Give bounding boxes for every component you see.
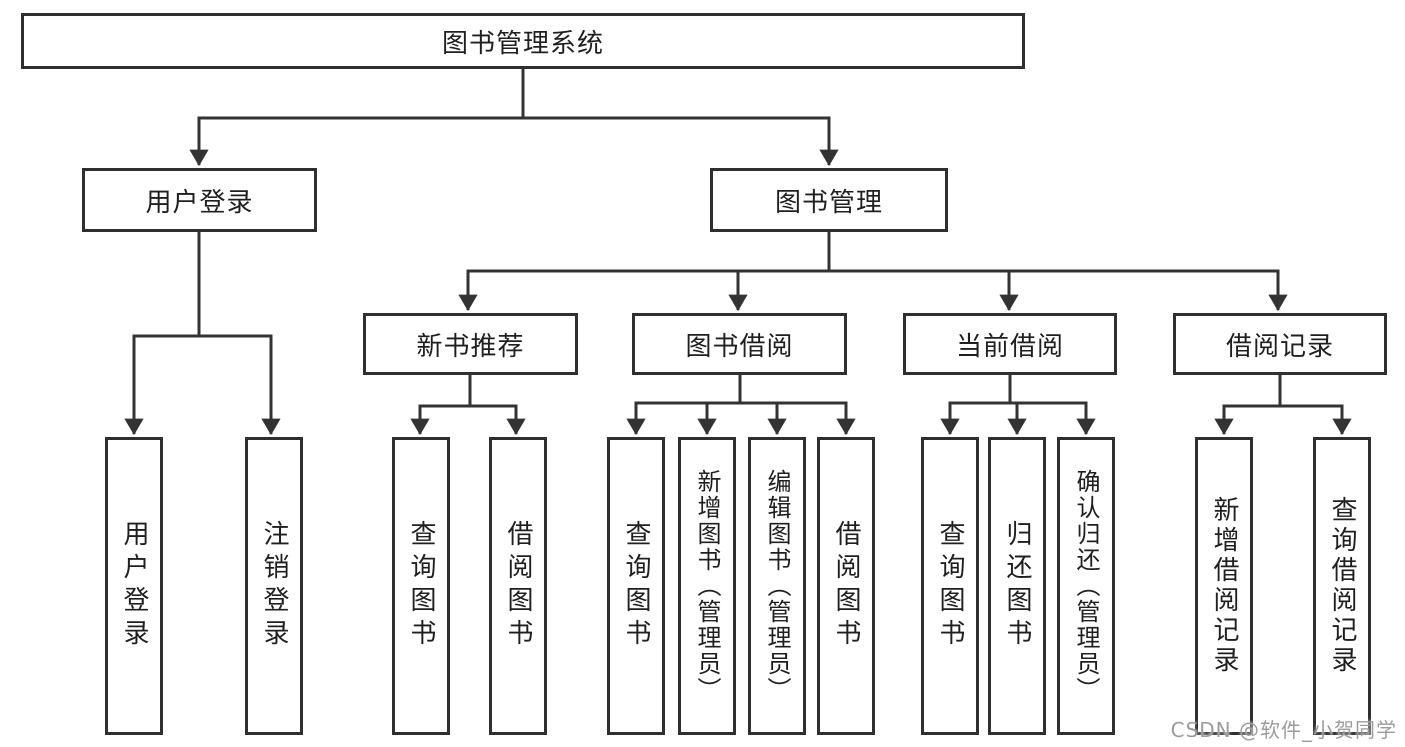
node-label: 当前借阅 <box>955 331 1064 362</box>
leaf-borrow-borrow-books: 借阅图书 <box>817 437 875 735</box>
leaf-label: 查询图书 <box>621 520 651 652</box>
leaf-label: 归还图书 <box>1002 520 1032 652</box>
node-borrow-records: 借阅记录 <box>1173 313 1387 375</box>
leaf-logout: 注销登录 <box>245 437 303 735</box>
leaf-label: 新增图书（管理员） <box>693 469 721 703</box>
node-label: 图书管理 <box>774 187 883 218</box>
node-label: 图书管理系统 <box>441 28 604 59</box>
leaf-label: 编辑图书（管理员） <box>763 469 791 703</box>
node-library-system: 图书管理系统 <box>21 13 1025 69</box>
leaf-borrow-add-books-admin: 新增图书（管理员） <box>678 437 736 735</box>
leaf-user-login: 用户登录 <box>105 437 163 735</box>
leaf-current-return-books: 归还图书 <box>988 437 1046 735</box>
leaf-label: 借阅图书 <box>503 520 533 652</box>
node-new-book-recommend: 新书推荐 <box>363 313 578 375</box>
node-label: 图书借阅 <box>685 331 794 362</box>
leaf-records-query-borrow-record: 查询借阅记录 <box>1313 437 1371 735</box>
leaf-current-confirm-return-admin: 确认归还（管理员） <box>1057 437 1115 735</box>
leaf-label: 查询图书 <box>935 520 965 652</box>
leaf-label: 用户登录 <box>119 520 149 652</box>
node-label: 借阅记录 <box>1225 331 1334 362</box>
leaf-label: 查询图书 <box>406 520 436 652</box>
node-label: 用户登录 <box>145 187 254 218</box>
leaf-borrow-query-books: 查询图书 <box>607 437 665 735</box>
leaf-records-add-borrow-record: 新增借阅记录 <box>1195 437 1253 735</box>
node-current-borrow: 当前借阅 <box>903 313 1117 375</box>
leaf-recommend-query-books: 查询图书 <box>392 437 450 735</box>
leaf-label: 借阅图书 <box>831 520 861 652</box>
node-label: 新书推荐 <box>416 331 525 362</box>
leaf-label: 新增借阅记录 <box>1209 496 1239 676</box>
leaf-label: 注销登录 <box>259 520 289 652</box>
csdn-watermark: CSDN @软件_小贺同学 <box>1170 718 1397 742</box>
leaf-label: 查询借阅记录 <box>1327 496 1357 676</box>
node-user-login: 用户登录 <box>82 168 317 232</box>
node-book-management: 图书管理 <box>710 168 948 232</box>
leaf-borrow-edit-books-admin: 编辑图书（管理员） <box>748 437 806 735</box>
leaf-label: 确认归还（管理员） <box>1072 469 1100 703</box>
leaf-recommend-borrow-books: 借阅图书 <box>489 437 547 735</box>
leaf-current-query-books: 查询图书 <box>921 437 979 735</box>
node-book-borrow: 图书借阅 <box>632 313 847 375</box>
